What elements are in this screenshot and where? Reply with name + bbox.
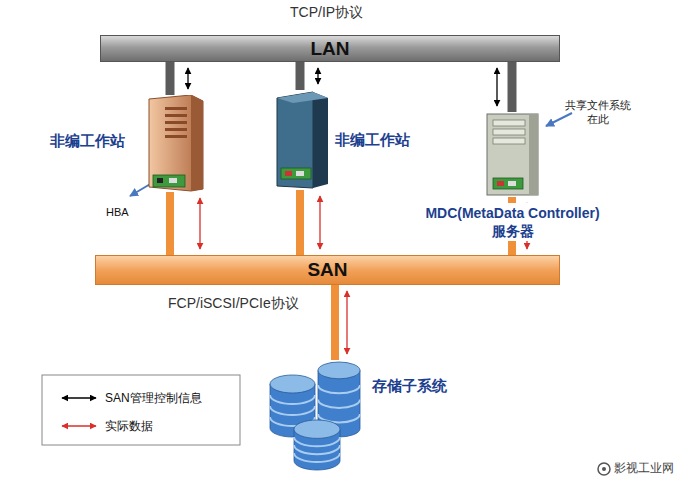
card-chip	[285, 171, 292, 176]
bar-label: LAN	[310, 38, 349, 60]
connector-pole	[166, 192, 174, 255]
legend-red-arrow	[62, 425, 96, 426]
connector	[300, 190, 320, 255]
connector-arrow	[199, 198, 200, 249]
callout-arrow	[546, 113, 572, 126]
node-label: 非编工作站	[50, 131, 140, 151]
connector	[170, 192, 200, 255]
bar-label: SAN	[307, 259, 347, 281]
connector	[335, 285, 347, 360]
tower-body	[277, 92, 313, 188]
node-label: MDC(MetaData Controller) 服务器	[420, 203, 605, 241]
protocol-label: TCP/IP协议	[290, 3, 410, 21]
cylinder-top	[318, 362, 360, 379]
server-side	[529, 114, 538, 195]
server-body	[487, 114, 538, 195]
illustration	[268, 360, 363, 472]
connector-arrow	[187, 68, 188, 89]
node-label: 存储子系统	[372, 376, 472, 396]
hba-card	[281, 168, 311, 179]
workstation: 非编工作站	[275, 90, 330, 190]
storage-subsystem: 存储子系统	[268, 360, 363, 472]
card-chip	[157, 178, 163, 183]
card-chip	[497, 181, 504, 186]
illustration	[275, 90, 330, 190]
cylinder-top	[270, 375, 315, 393]
workstation: 非编工作站	[145, 95, 205, 192]
vent-slat	[165, 114, 187, 117]
vent-slat	[165, 107, 187, 110]
card-chip	[169, 178, 177, 183]
illustration	[485, 112, 540, 197]
legend-text: 实际数据	[105, 418, 153, 435]
part-label: HBA	[106, 205, 146, 219]
connector-pole	[296, 190, 304, 255]
workstation: MDC(MetaData Controller) 服务器	[485, 112, 540, 197]
hba-card	[493, 178, 523, 189]
tower-body	[149, 95, 203, 191]
cylinder-band	[270, 395, 315, 404]
illustration	[145, 95, 205, 192]
cylinder-band	[294, 445, 340, 454]
cylinder-band	[294, 453, 340, 462]
cylinder-band	[270, 406, 315, 415]
connector	[497, 62, 512, 112]
vent-slat	[165, 121, 187, 124]
connector-pole	[508, 62, 517, 112]
connector-arrow	[496, 68, 497, 106]
connector	[170, 62, 188, 95]
connector-arrow	[319, 196, 320, 249]
network-bar: SAN	[95, 255, 560, 285]
connector-pole	[296, 62, 305, 90]
drive-bay	[493, 129, 525, 135]
connector-pole	[331, 285, 339, 360]
vent-slat	[165, 128, 187, 131]
connector-arrow	[317, 68, 318, 84]
hba-card	[153, 175, 185, 187]
watermark-icon-dot	[602, 467, 606, 471]
legend-box	[42, 375, 240, 445]
card-chip	[296, 171, 304, 176]
legend-text: SAN管理控制信息	[105, 390, 202, 407]
drive-bay	[493, 138, 525, 144]
tower-side	[191, 95, 203, 191]
vent-slat	[165, 135, 187, 138]
tower-side	[313, 92, 328, 188]
connector-arrow	[346, 291, 347, 354]
connector-pole	[166, 62, 175, 95]
cylinder-top	[294, 420, 340, 438]
cylinder-band	[318, 385, 360, 393]
node-label: 非编工作站	[335, 130, 425, 150]
card-chip	[508, 181, 516, 186]
legend-black-arrow	[62, 397, 96, 398]
network-bar: LAN	[100, 35, 560, 62]
callout-note: 共享文件系统 在此	[562, 98, 634, 127]
watermark-icon	[598, 463, 610, 475]
connector	[300, 62, 318, 90]
watermark: 影视工业网	[614, 461, 688, 477]
drive-bay	[493, 120, 525, 126]
protocol-label: FCP/iSCSI/PCIe协议	[168, 294, 328, 312]
tower-top	[277, 92, 328, 103]
cylinder-band	[318, 400, 360, 408]
